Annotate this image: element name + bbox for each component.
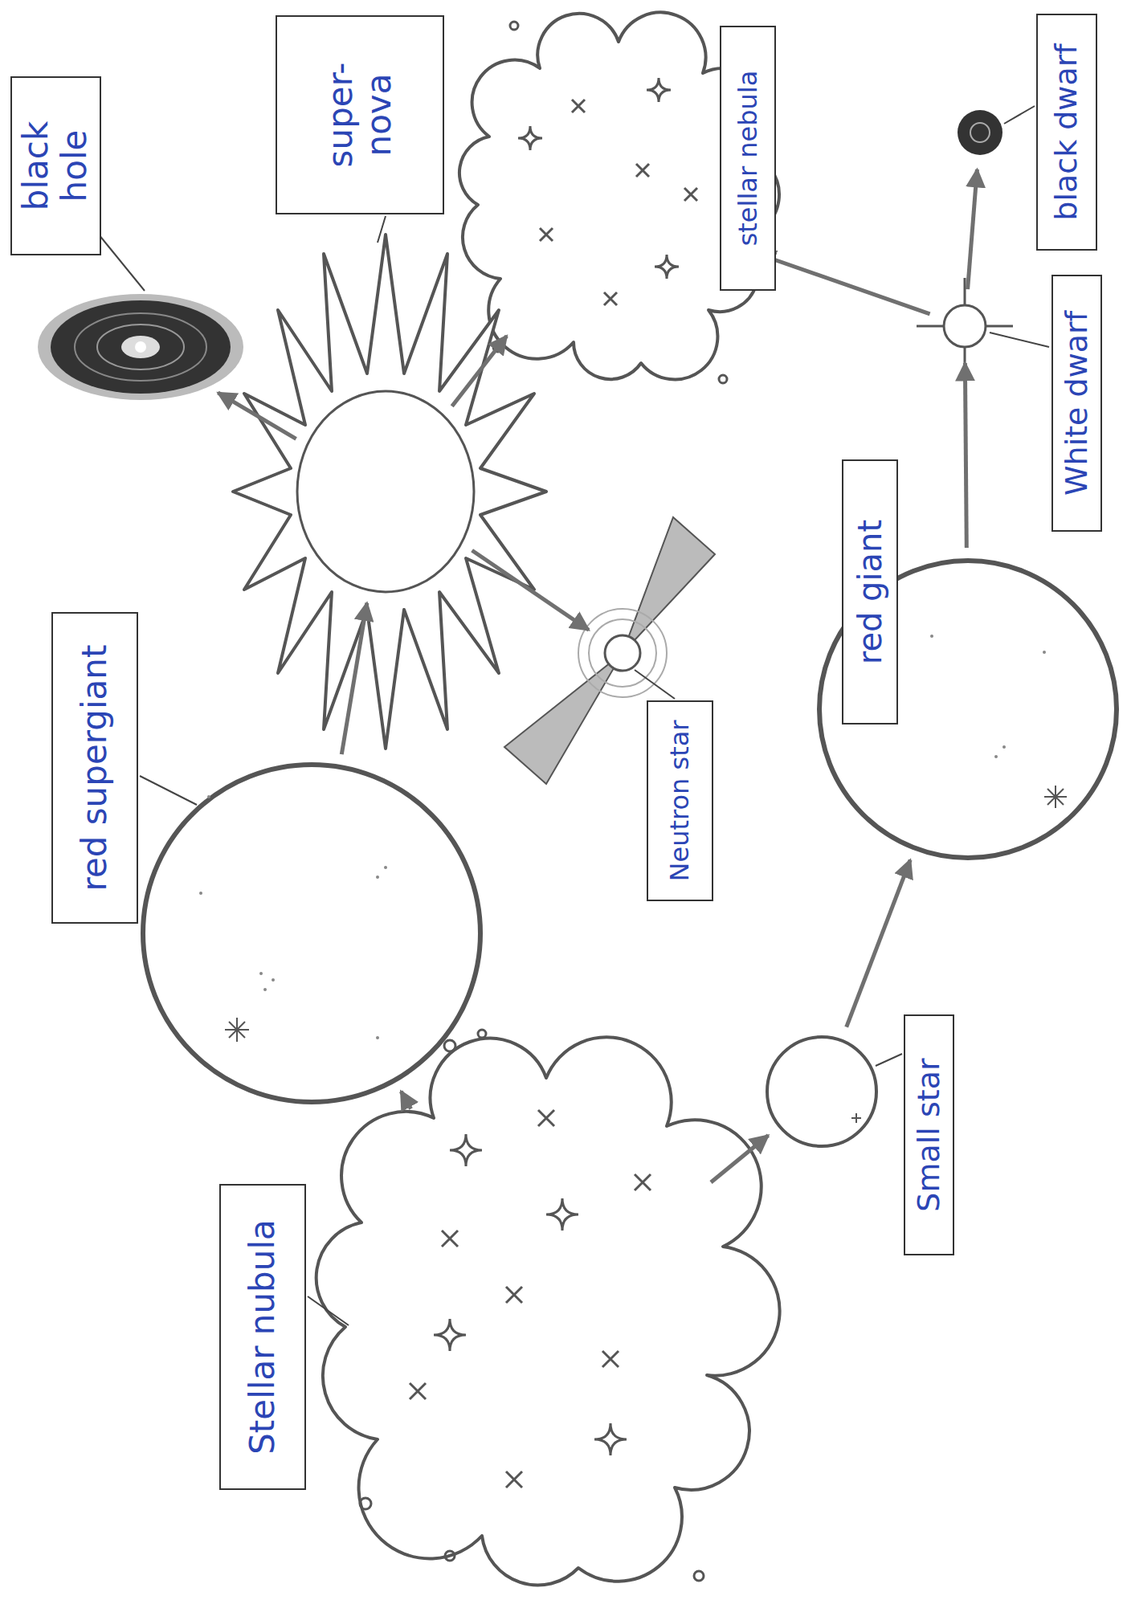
- label-box: Stellar nubula: [219, 1184, 307, 1491]
- white-dwarf-symbol: [916, 277, 1013, 375]
- label-box: red giant: [841, 459, 899, 725]
- stage-node: black dwarf: [955, 108, 1005, 157]
- supergiant-disc: [142, 764, 481, 1103]
- stage-arrow: [341, 603, 368, 756]
- label-box: Neutron star: [646, 700, 714, 902]
- stage-node: Small star: [765, 1035, 878, 1148]
- stage-arrow: [452, 335, 507, 407]
- stage-label: stellar nebula: [733, 70, 764, 247]
- stage-arrow: [217, 392, 296, 439]
- stage-node: stellar nebula: [469, 33, 752, 372]
- stage-arrow: [846, 860, 911, 1028]
- stage-arrow: [472, 550, 589, 630]
- label-box: red supergiant: [51, 612, 139, 924]
- surface-star: [1044, 785, 1067, 809]
- stage-label: Stellar nubula: [243, 1219, 282, 1455]
- stage-label: red giant: [851, 519, 889, 665]
- stage-node: White dwarf: [940, 302, 989, 351]
- stage-node: Neutron star: [594, 624, 651, 682]
- label-box: stellar nebula: [719, 25, 776, 291]
- black-dwarf-symbol: [957, 110, 1003, 156]
- stage-node: Stellar nubula: [337, 1069, 731, 1585]
- supernova-burst: [232, 234, 547, 749]
- nebula-cloud: [459, 12, 780, 380]
- label-box: White dwarf: [1051, 274, 1103, 532]
- stage-arrow: [710, 1135, 768, 1184]
- leader-lines: [98, 106, 1050, 1326]
- surface-dots: [930, 634, 1046, 759]
- stage-label: Small star: [911, 1057, 948, 1212]
- surface-dots: [199, 795, 388, 1040]
- surface-star: [224, 1017, 250, 1042]
- stage-arrow: [400, 1091, 411, 1110]
- label-box: super- nova: [275, 15, 445, 215]
- nebula-cloud: [316, 1037, 780, 1585]
- stage-node: super- nova: [297, 391, 474, 593]
- stage-arrow: [964, 363, 967, 548]
- supernova-core: [297, 391, 474, 593]
- stage-label: black hole: [16, 85, 95, 246]
- stage-label: black dwarf: [1049, 43, 1085, 221]
- small-star-disc: [767, 1037, 877, 1147]
- stage-label: White dwarf: [1059, 310, 1095, 496]
- stage-arrow: [757, 253, 931, 315]
- stage-label: Neutron star: [665, 720, 695, 882]
- stage-node: black hole: [40, 294, 241, 400]
- black-hole-symbol: [37, 294, 244, 401]
- stage-label: red supergiant: [75, 645, 115, 892]
- surface-star: [851, 1113, 862, 1123]
- label-box: black dwarf: [1036, 13, 1098, 251]
- label-box: Small star: [903, 1014, 955, 1256]
- stage-label: super- nova: [321, 24, 400, 205]
- stage-node: red giant: [819, 560, 1117, 858]
- stage-node: red supergiant: [142, 764, 481, 1103]
- label-box: black hole: [10, 76, 102, 256]
- stage-arrow: [967, 169, 978, 290]
